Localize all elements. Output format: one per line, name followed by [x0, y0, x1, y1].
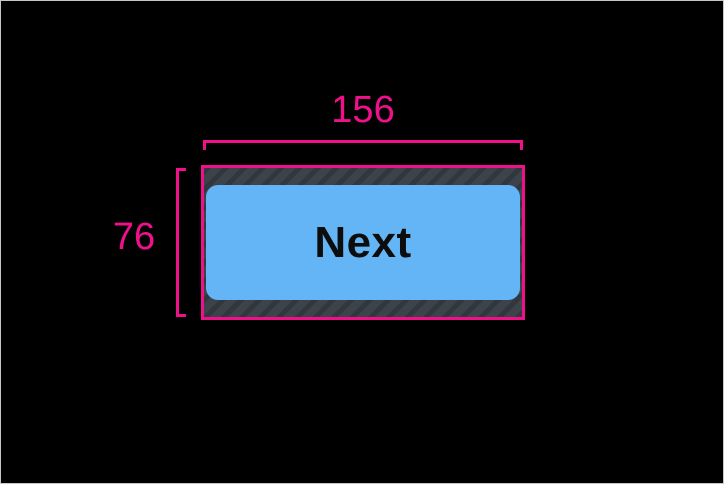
height-measurement-bracket: [176, 168, 186, 317]
height-dimension-label: 76: [112, 216, 156, 258]
width-dimension-label: 156: [331, 89, 395, 131]
next-button[interactable]: Next: [206, 185, 520, 300]
widget-bounds-outline: Next: [201, 165, 525, 320]
width-measurement-bracket: [203, 140, 523, 150]
